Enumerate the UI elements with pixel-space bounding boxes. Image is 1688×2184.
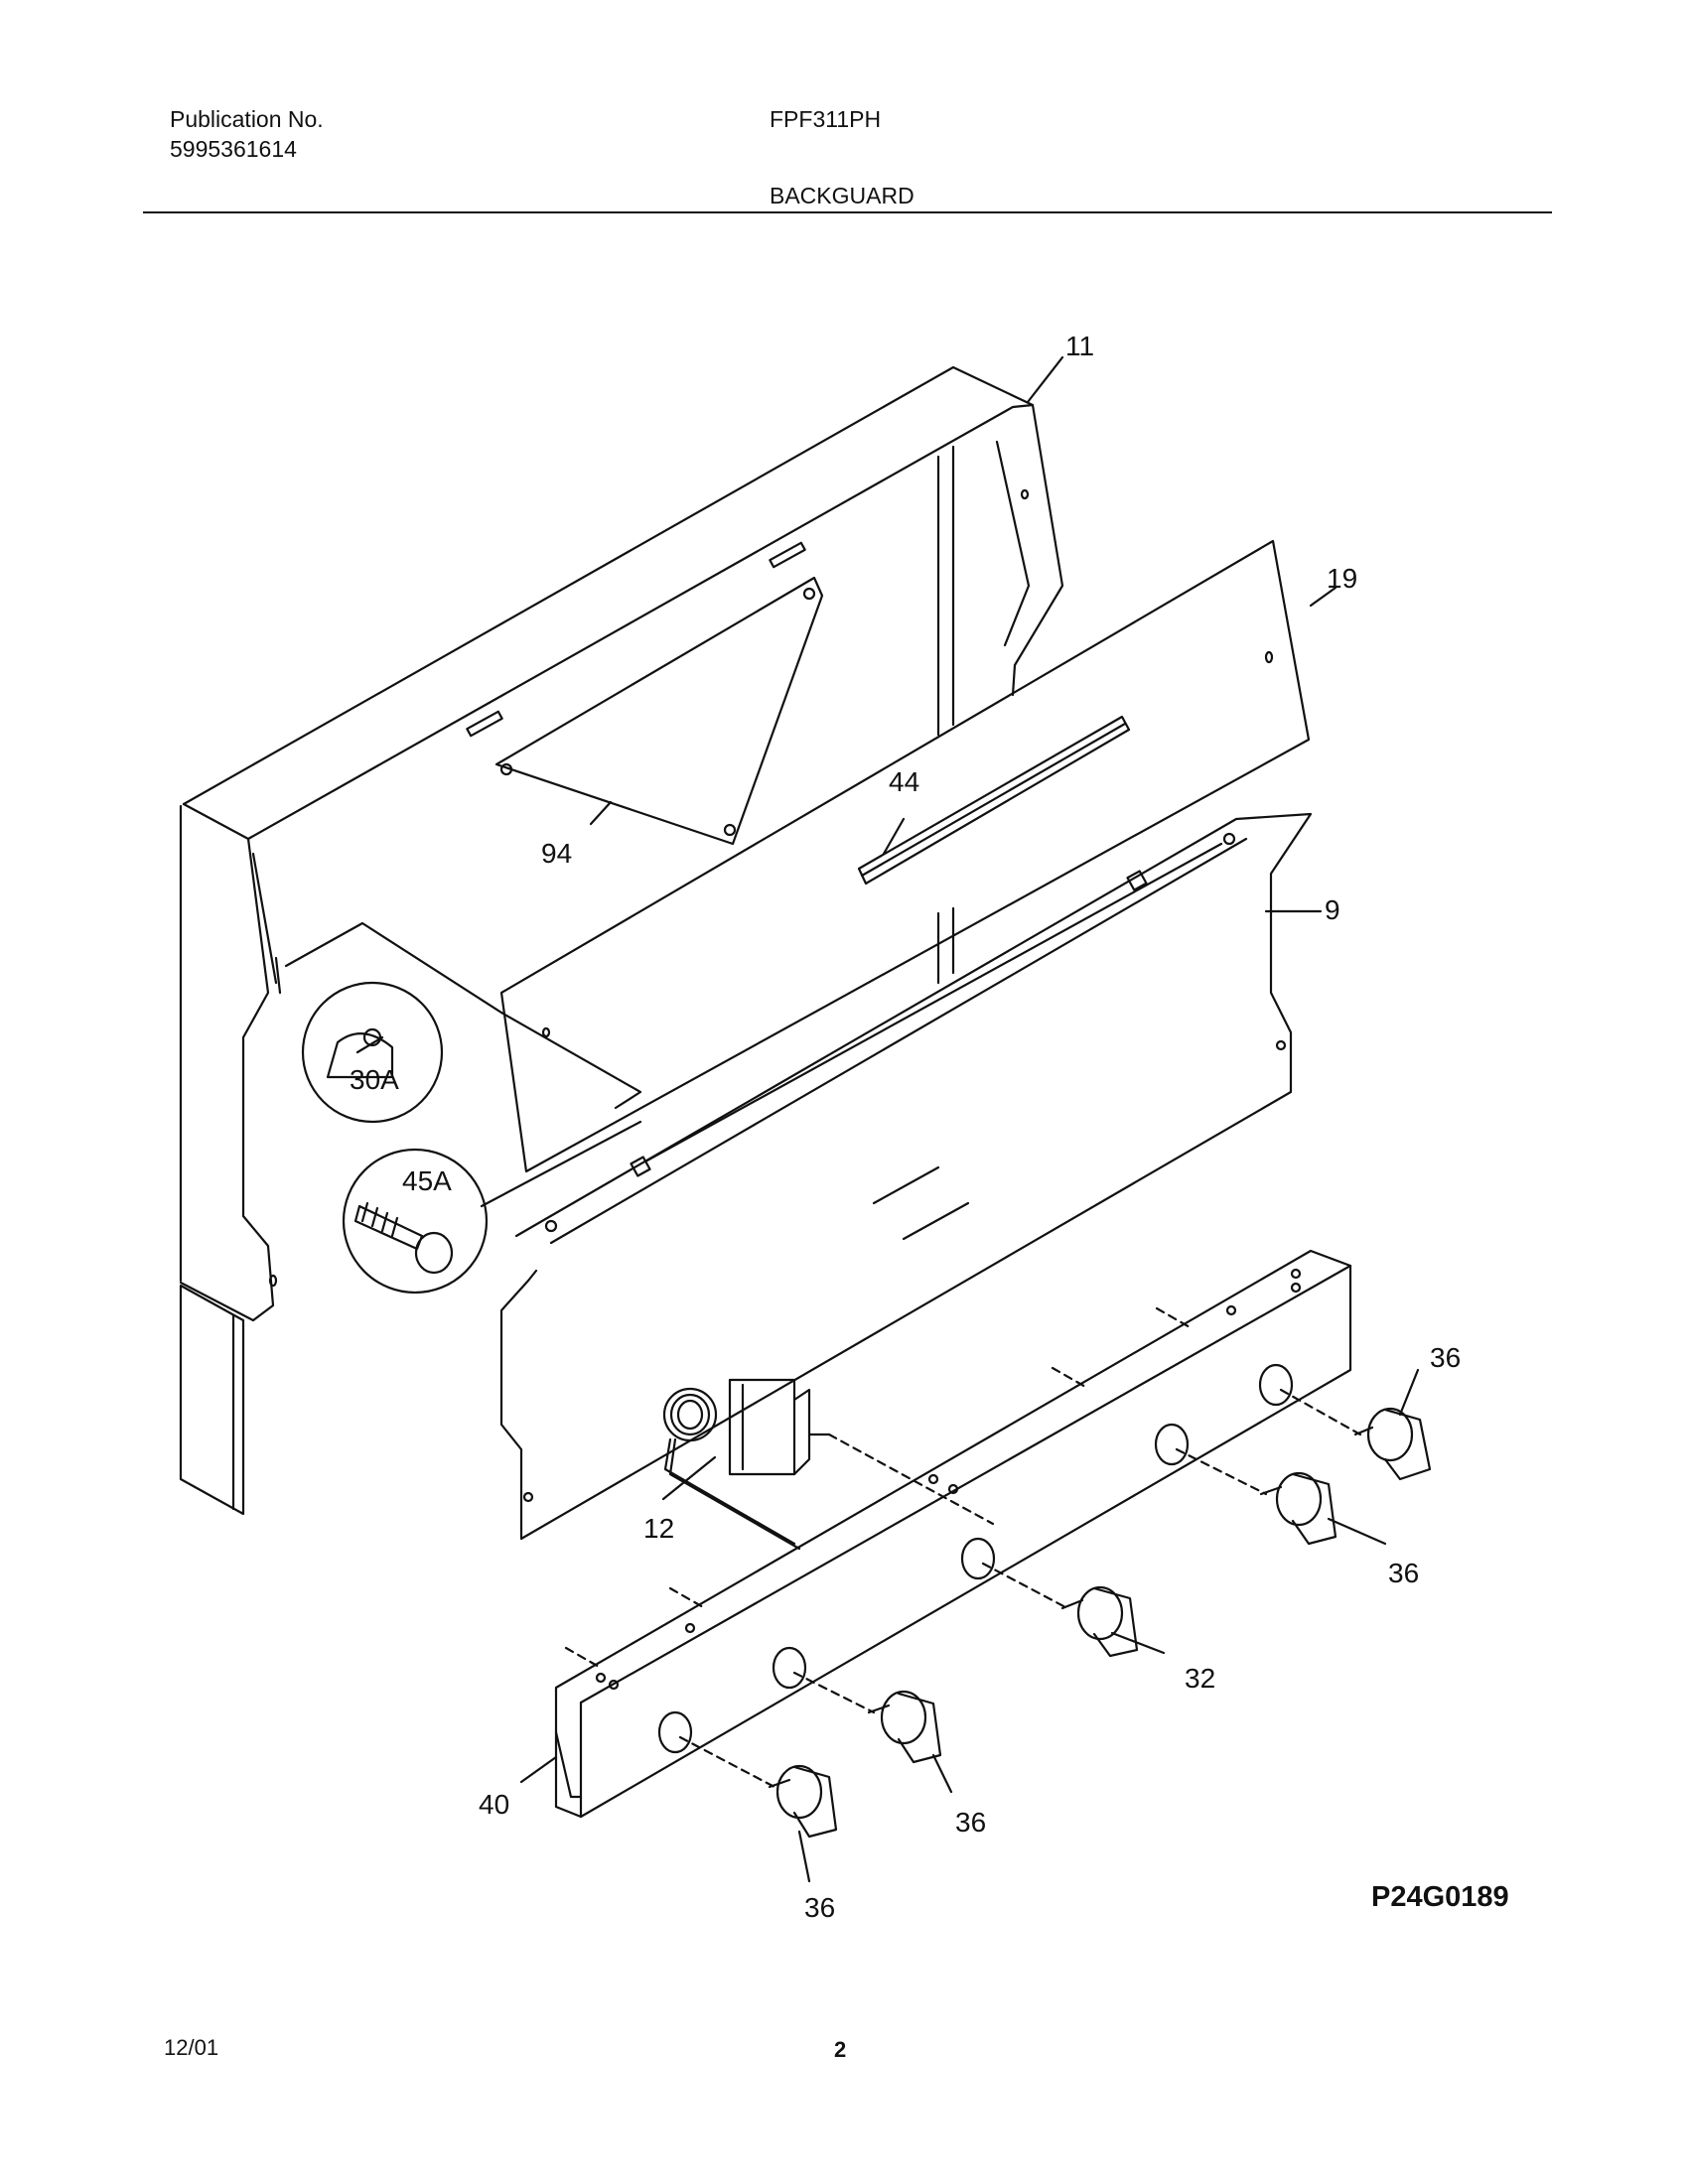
publication-number: 5995361614 bbox=[170, 136, 297, 162]
drawing-number: P24G0189 bbox=[1371, 1881, 1509, 1913]
callout-40: 40 bbox=[479, 1789, 509, 1820]
manifold-panel bbox=[554, 1249, 1352, 1819]
backguard-end-cap bbox=[179, 1284, 245, 1516]
control-knobs bbox=[678, 1388, 1432, 1839]
control-panel-trim bbox=[499, 539, 1311, 1173]
publication-date: 12/01 bbox=[164, 2035, 219, 2060]
callout-44: 44 bbox=[889, 766, 919, 797]
callout-12: 12 bbox=[643, 1513, 674, 1544]
backguard-bracket bbox=[499, 812, 1313, 1541]
section-title: BACKGUARD bbox=[770, 183, 914, 208]
backguard-panel bbox=[179, 365, 1064, 1322]
callout-36-right-upper: 36 bbox=[1430, 1342, 1461, 1373]
header-rule bbox=[143, 211, 1552, 213]
callout-19: 19 bbox=[1327, 563, 1357, 594]
callout-36-left: 36 bbox=[804, 1892, 835, 1923]
leader-lines bbox=[519, 355, 1420, 1883]
thermostat bbox=[662, 1378, 831, 1551]
callout-45a: 45A bbox=[402, 1165, 452, 1196]
callout-30a: 30A bbox=[350, 1064, 399, 1095]
trim-strip bbox=[857, 715, 1131, 886]
callout-11: 11 bbox=[1065, 331, 1094, 361]
knob-right-lower bbox=[1259, 1471, 1337, 1546]
knob-left bbox=[768, 1764, 838, 1839]
page-number: 2 bbox=[834, 2037, 847, 2062]
knob-right-upper bbox=[1353, 1407, 1432, 1481]
knob-middle bbox=[867, 1690, 942, 1764]
callout-9: 9 bbox=[1325, 894, 1340, 925]
callout-36-right-lower: 36 bbox=[1388, 1558, 1419, 1588]
publication-label: Publication No. bbox=[170, 106, 324, 132]
model-number: FPF311PH bbox=[770, 106, 882, 132]
screw-detail bbox=[342, 1120, 642, 1295]
cover-plate bbox=[494, 576, 824, 846]
wing-nut-detail bbox=[284, 921, 642, 1124]
callout-94: 94 bbox=[541, 838, 572, 869]
callout-36-middle: 36 bbox=[955, 1807, 986, 1838]
oven-knob bbox=[1060, 1585, 1139, 1658]
callout-32: 32 bbox=[1185, 1663, 1215, 1694]
